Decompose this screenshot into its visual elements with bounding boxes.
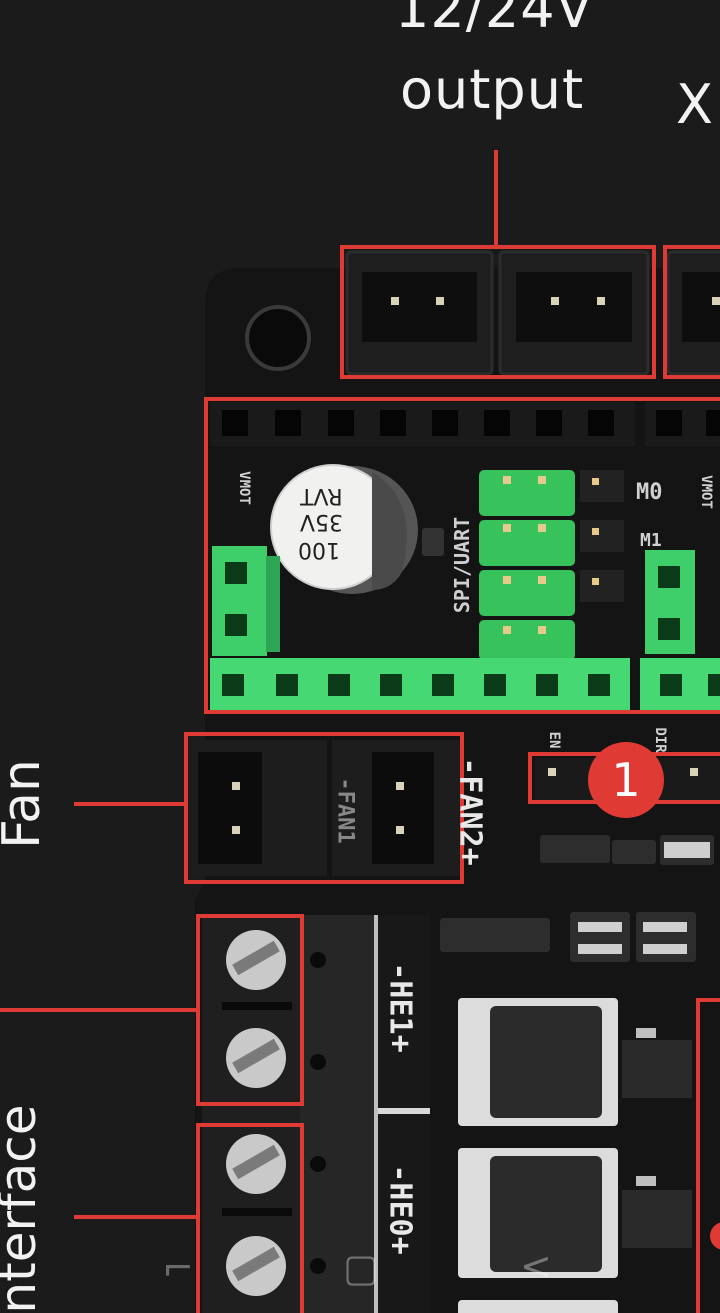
driver-socket-top-row [210, 402, 720, 446]
driver-socket-bottom-row [210, 658, 720, 710]
screw-terminals [202, 915, 430, 1313]
fan-connectors [192, 740, 460, 876]
badge-partial [710, 1222, 720, 1250]
m1-silkscreen: M1 [640, 530, 662, 551]
output-connectors [345, 250, 720, 376]
capacitor-value: 100 [298, 537, 340, 562]
mounting-hole [245, 305, 311, 371]
leader-lines [0, 150, 498, 1219]
he1-silkscreen: -HE1+ [382, 962, 418, 1053]
m0-silkscreen: M0 [636, 480, 663, 505]
mosfets [458, 998, 692, 1313]
capacitor-voltage: 35V [300, 509, 344, 534]
capacitor-brand: RVT [300, 483, 343, 508]
electrolytic-capacitor [270, 464, 418, 594]
small-component [422, 528, 444, 556]
en-silkscreen: EN [546, 731, 562, 749]
spi-uart-silkscreen: SPI/UART [450, 516, 474, 614]
callout-badge: 1 [588, 742, 664, 818]
recent-apps-icon[interactable]: ⌐ [162, 1246, 194, 1290]
green-jumpers [479, 470, 624, 660]
home-icon[interactable]: ▢ [343, 1246, 379, 1290]
output-label: output [400, 58, 585, 121]
output-voltage-label: 12/24V [395, 0, 594, 40]
side-green-headers [212, 546, 695, 656]
x-axis-label: X [676, 73, 713, 136]
fan1-silkscreen: -FAN1 [332, 777, 358, 844]
fan-label: Fan [0, 759, 52, 849]
back-icon[interactable]: < [520, 1244, 552, 1288]
fan2-silkscreen: -FAN2+ [452, 757, 488, 866]
vmot-silkscreen-2: VMOT [698, 475, 714, 509]
vmot-silkscreen: VMOT [236, 471, 252, 505]
